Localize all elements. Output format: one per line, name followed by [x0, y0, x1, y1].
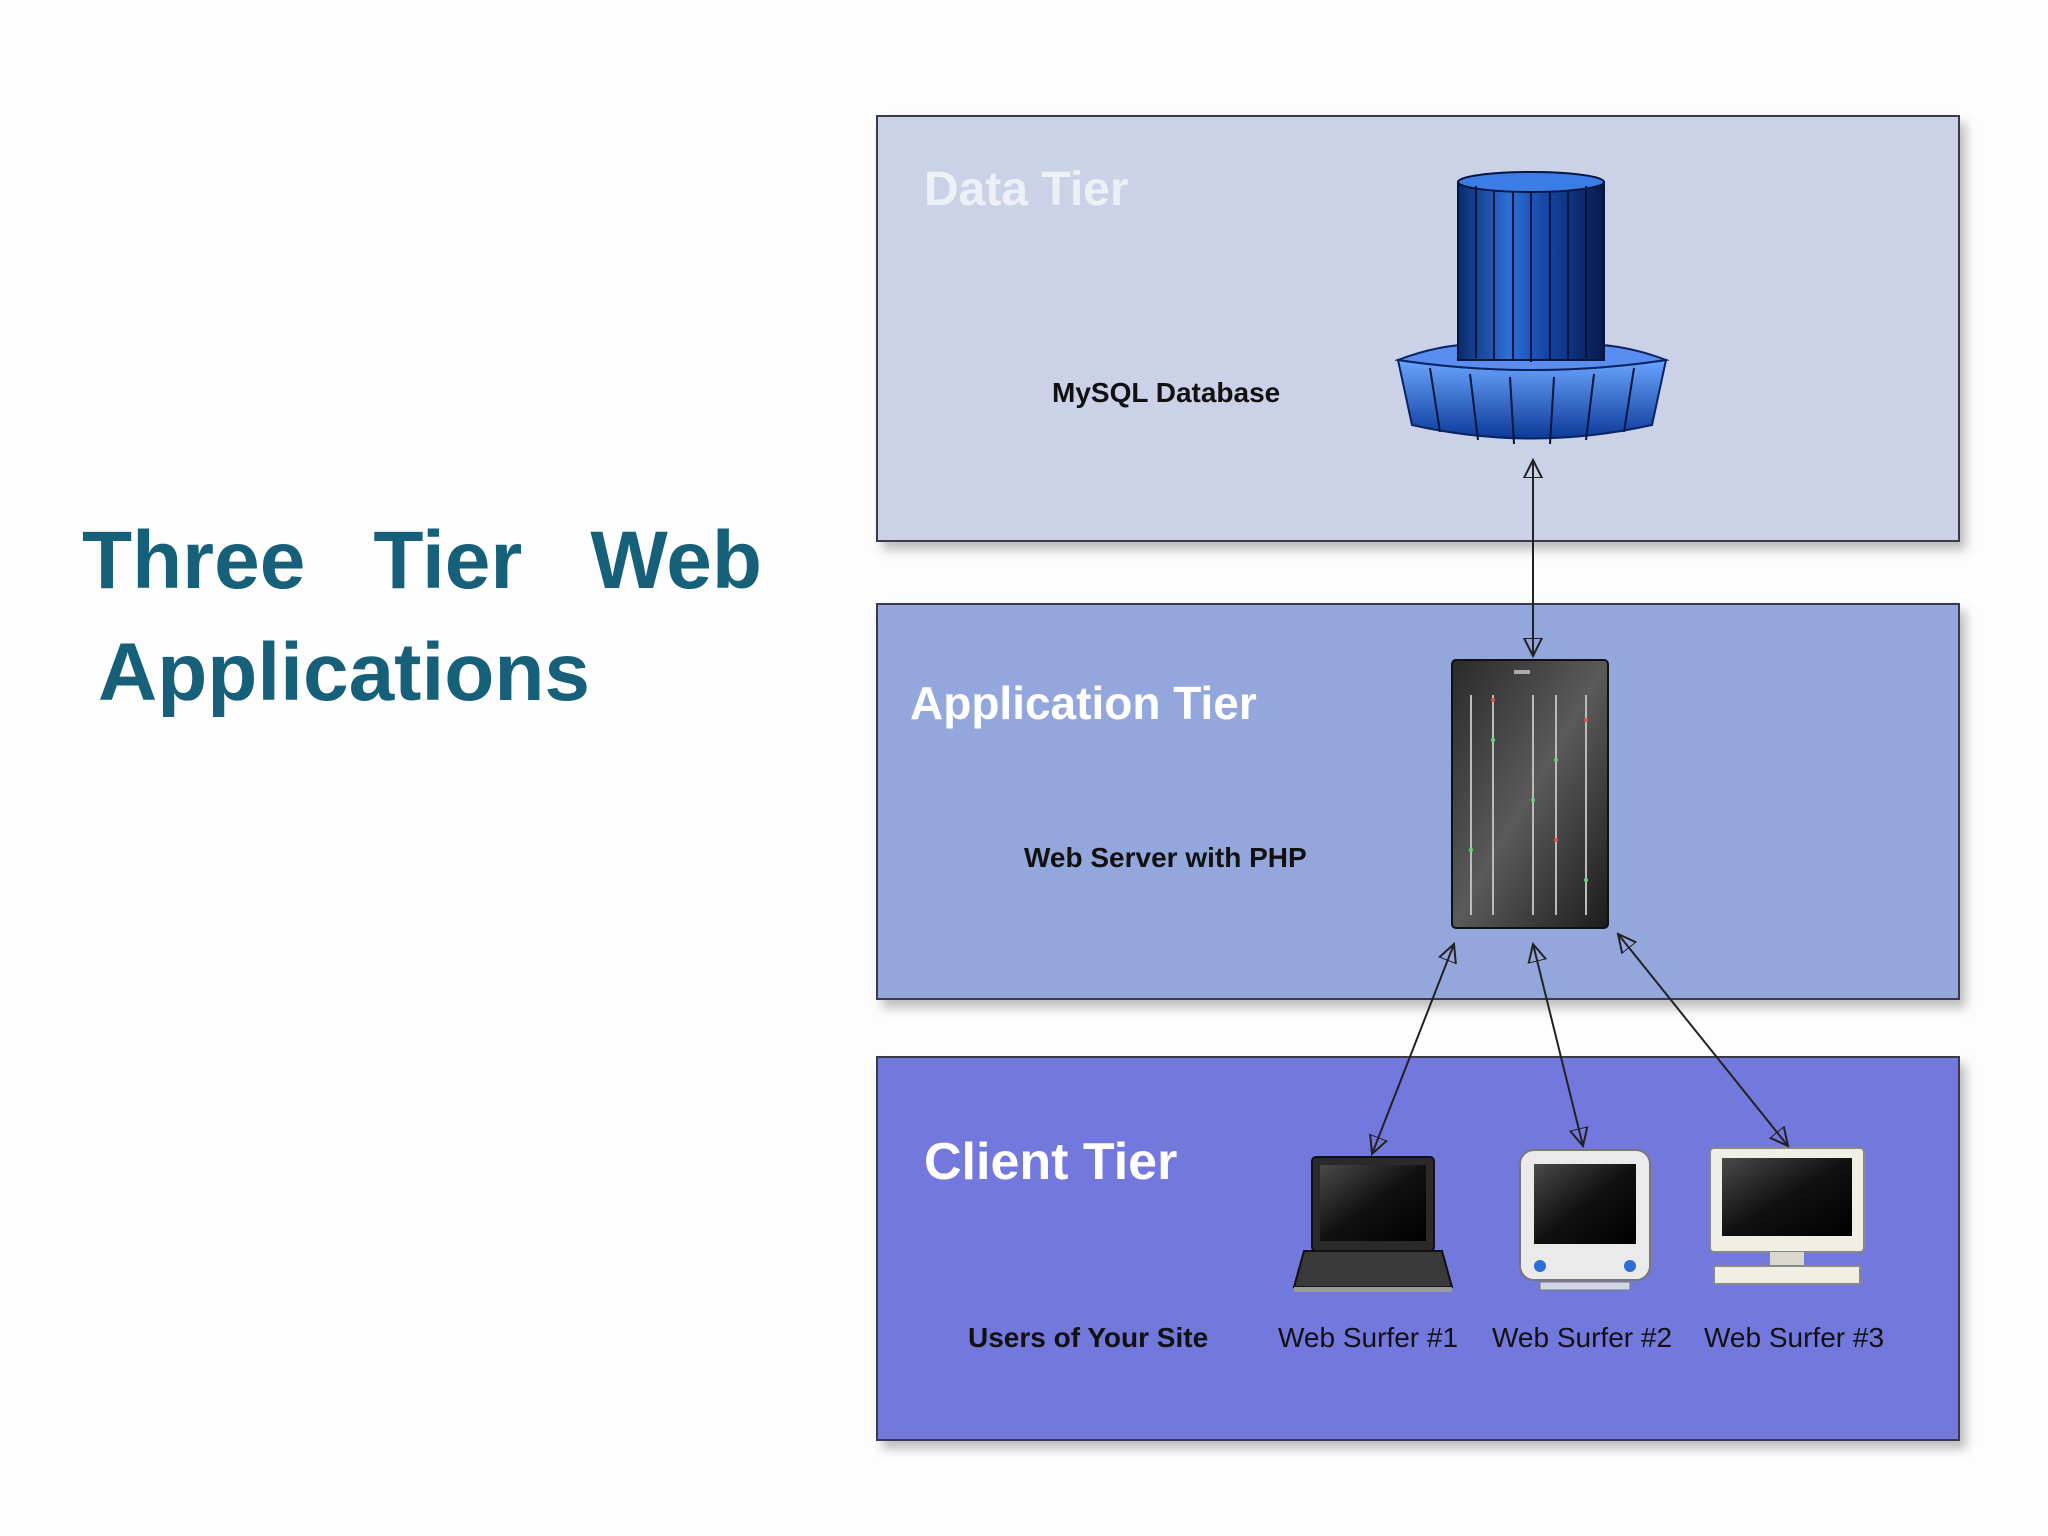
server-surfer2-connector	[1533, 944, 1583, 1146]
database-label: MySQL Database	[1052, 377, 1281, 408]
client-tier-label: Client Tier	[924, 1133, 1178, 1191]
desktop-monitor-icon	[1709, 1147, 1865, 1285]
server-surfer1-connector	[1372, 944, 1454, 1154]
server-tower-icon	[1451, 659, 1609, 929]
server-surfer3-connector	[1618, 934, 1788, 1146]
connectors	[1372, 460, 1788, 1154]
data-tier-label: Data Tier	[924, 163, 1129, 216]
title-word-3: Web	[590, 515, 762, 606]
web-surfer-2-label: Web Surfer #2	[1492, 1322, 1673, 1353]
slide-title: Three Tier Web Applications	[82, 505, 762, 729]
web-surfer-3-label: Web Surfer #3	[1704, 1322, 1885, 1353]
title-line-1: Three Tier Web	[82, 505, 762, 617]
users-caption: Users of Your Site	[968, 1322, 1209, 1353]
database-cylinder-icon	[1394, 171, 1670, 445]
title-line-2: Applications	[98, 627, 591, 718]
data-tier-panel	[876, 115, 1960, 542]
laptop-icon	[1292, 1156, 1454, 1292]
imac-icon	[1519, 1149, 1651, 1291]
title-word-2: Tier	[373, 515, 523, 606]
web-server-label: Web Server with PHP	[1024, 842, 1307, 873]
title-word-1: Three	[82, 515, 306, 606]
web-surfer-1-label: Web Surfer #1	[1278, 1322, 1459, 1353]
application-tier-label: Application Tier	[910, 677, 1257, 729]
